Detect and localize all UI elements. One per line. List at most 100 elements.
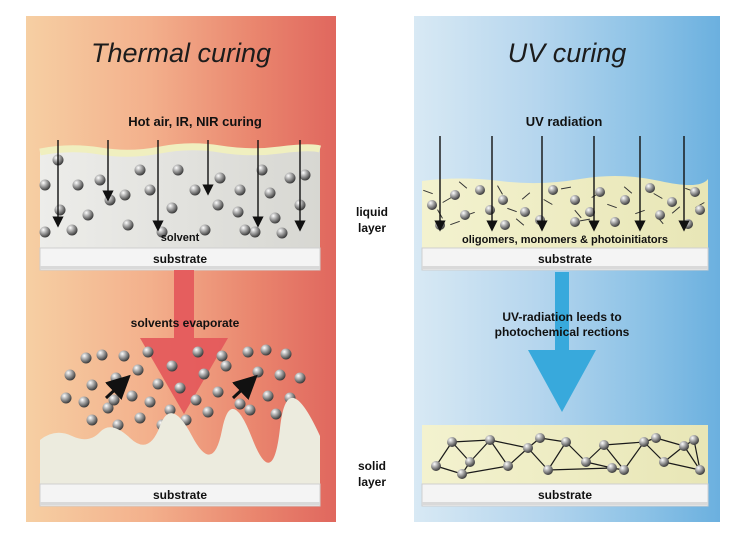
crosslink-bond [489,439,529,449]
particle [199,224,211,236]
particle [659,457,669,467]
particle [166,202,178,214]
uv-reaction-arrow [528,272,596,412]
particle [249,226,261,238]
particle [450,190,460,200]
particle [244,404,256,416]
photoinitiator-mark [574,209,582,219]
particle [447,437,457,447]
uv-radiation-label: UV radiation [525,114,603,129]
particle [431,461,441,471]
liquid-label-line2: layer [357,221,387,235]
photoinitiator-mark [442,197,452,203]
particle [112,419,124,431]
thermal-title: Thermal curing [90,38,272,68]
particle [242,346,254,358]
crosslink-bond [603,444,625,471]
photoinitiator-mark [458,181,468,189]
thermal-substrate-bottom-label: substrate [152,488,208,502]
particle [570,195,580,205]
particle [520,207,530,217]
uv-title: UV curing [507,38,627,68]
particle [655,210,665,220]
particle [189,184,201,196]
particle [570,217,580,227]
particle [690,187,700,197]
particle [134,412,146,424]
particle [198,368,210,380]
particle [465,457,475,467]
thermal-solid-layer [40,397,320,485]
particle [543,465,553,475]
particle [104,194,116,206]
particle [500,220,510,230]
particle [164,404,176,416]
liquid-layer-label: liquid layer [342,204,402,236]
photoinitiator-mark [623,186,633,194]
particle [72,179,84,191]
particle [280,348,292,360]
particle [144,184,156,196]
uv-solid-layer [422,425,708,485]
thermal-solvent-particles [39,154,311,239]
particle [535,433,545,443]
particle [299,169,311,181]
particle [239,224,251,236]
particle [122,219,134,231]
photoinitiator-mark [543,199,553,205]
particle [78,396,90,408]
crosslink-bond [623,441,645,471]
particle [460,210,470,220]
particle [134,164,146,176]
photoinitiator-mark [653,193,663,199]
particle [485,205,495,215]
uv-process-label: UV-radiation leeds to photochemical rect… [462,310,662,340]
particle [620,195,630,205]
particle [102,402,114,414]
particle [220,360,232,372]
particle [645,183,655,193]
particle [548,185,558,195]
particle [294,372,306,384]
particle [610,217,620,227]
particle [80,352,92,364]
particle [695,205,705,215]
particle [234,184,246,196]
photoinitiator-mark [521,192,531,200]
particle [118,350,130,362]
particle [212,199,224,211]
uv-components-label: oligomers, monomers & photoinitiators [462,234,668,246]
thermal-substrate-bottom [39,483,321,507]
particle [86,379,98,391]
particle [252,366,264,378]
uv-substrate-top [421,247,709,271]
photoinitiator-mark [497,185,503,195]
particle [190,394,202,406]
particle [667,197,677,207]
particle [689,435,699,445]
thermal-heat-arrows [52,140,306,232]
crosslink-bond [547,441,567,471]
uv-process-line1: UV-radiation leeds to [502,310,622,324]
particle [457,469,467,479]
photoinitiator-mark [423,189,433,195]
particle [535,215,545,225]
particle [639,437,649,447]
particle [60,392,72,404]
photoinitiator-mark [507,207,517,213]
particle [39,179,51,191]
particle [216,350,228,362]
photoinitiator-mark [515,218,525,226]
particle [262,390,274,402]
particle [232,206,244,218]
particle [172,164,184,176]
particle [599,440,609,450]
particle [132,364,144,376]
thermal-escape-arrows [104,374,258,400]
particle [214,172,226,184]
uv-substrate-top-label: substrate [537,252,593,266]
particle [651,433,661,443]
particle [585,207,595,217]
thermal-substrate-top-label: substrate [152,252,208,266]
